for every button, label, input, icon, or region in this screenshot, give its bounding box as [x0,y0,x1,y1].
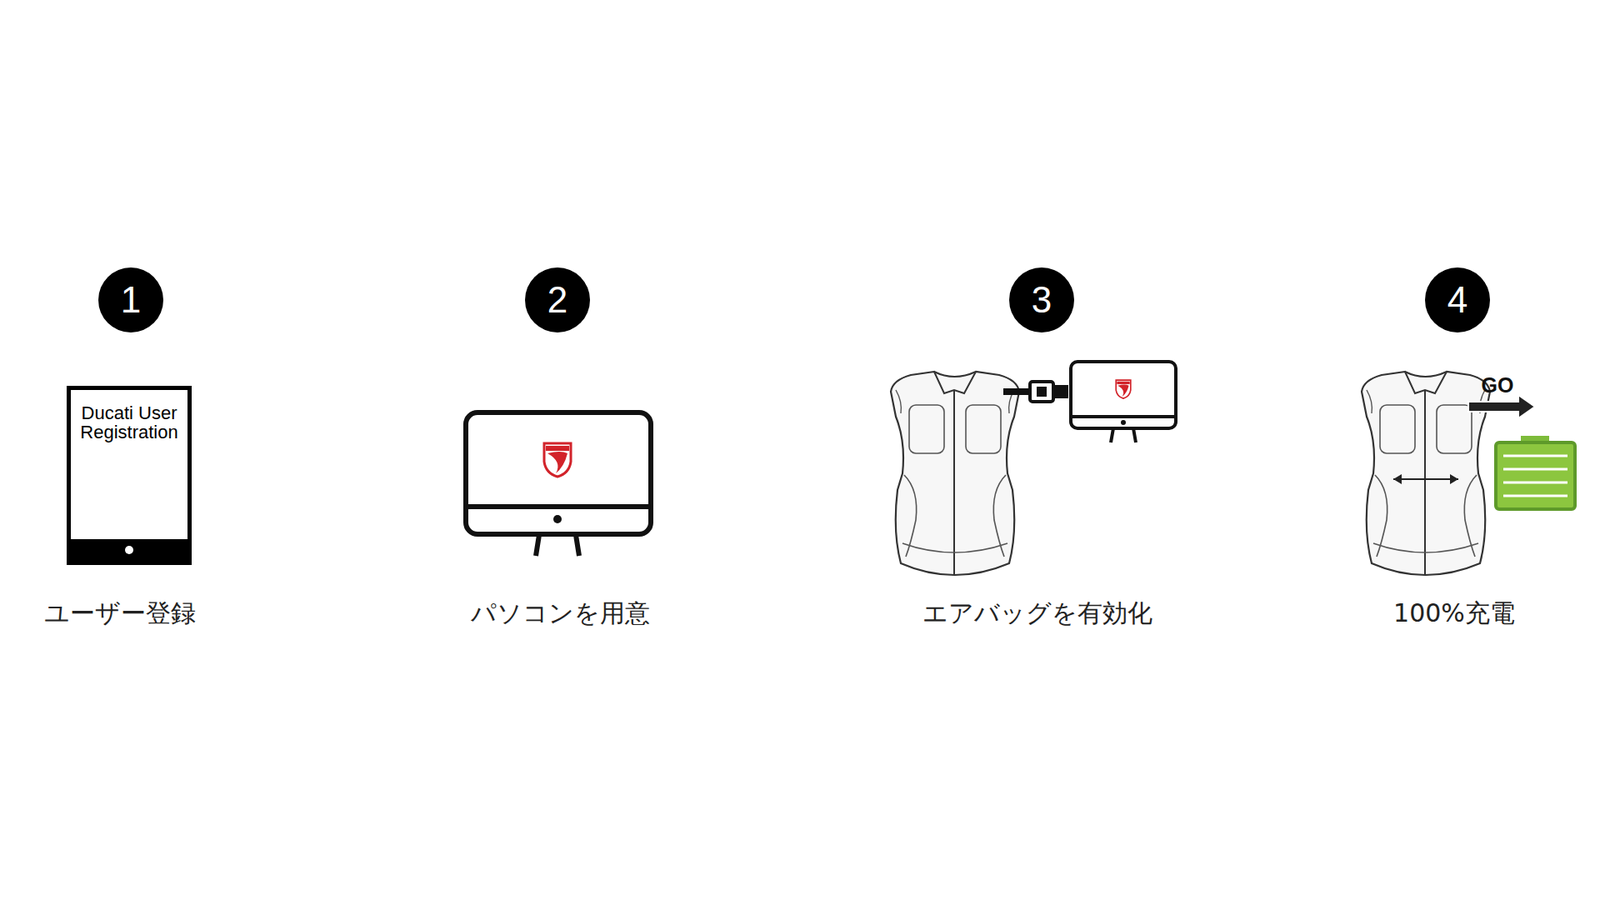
go-arrow [1468,395,1535,419]
step-caption: ユーザー登録 [44,596,196,631]
tablet-text: Ducati User Registration [80,403,178,442]
vest-icon [890,371,1020,575]
step-caption: エアバッグを有効化 [922,596,1153,631]
tablet-home-bar [70,539,188,561]
tablet-screen: Ducati User Registration [66,385,192,565]
step-caption: パソコンを用意 [470,596,650,631]
go-text: GO [1481,373,1515,398]
step-number: 3 [1009,267,1075,333]
step-number-text: 1 [120,279,141,321]
step-number-text: 3 [1031,279,1052,321]
monitor-icon [465,412,651,556]
step-number-text: 4 [1447,279,1468,321]
step-caption: 100%充電 [1393,596,1515,631]
step-number: 2 [525,267,590,333]
step-number: 4 [1425,267,1490,333]
battery-icon [1495,435,1575,510]
monitor-icon [1070,361,1176,443]
usb-cable [1003,381,1069,402]
step-number-text: 2 [547,279,568,321]
step-number: 1 [98,267,164,333]
